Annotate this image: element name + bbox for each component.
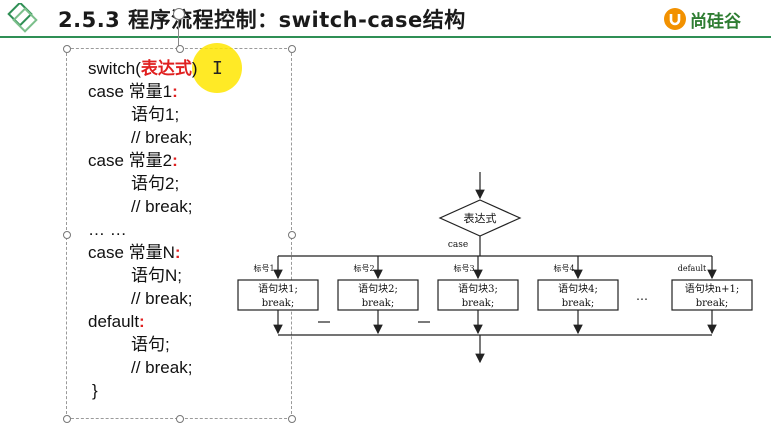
rotate-handle[interactable] <box>173 8 185 20</box>
svg-text:break;: break; <box>462 298 495 309</box>
text-cursor-icon: I <box>212 58 223 79</box>
svg-text:break;: break; <box>362 298 395 309</box>
svg-text:语句块n+1;: 语句块n+1; <box>685 282 740 295</box>
code-line-default: default: <box>88 312 145 331</box>
resize-handle-tm[interactable] <box>176 45 184 53</box>
svg-text:语句块2;: 语句块2; <box>358 282 398 295</box>
code-line-stmt-default: 语句; <box>131 335 170 354</box>
code-line-stmt1: 语句1; <box>131 105 180 124</box>
svg-text:语句块3;: 语句块3; <box>458 282 498 295</box>
blocks-ellipsis: … <box>636 289 648 303</box>
svg-text:语句块1;: 语句块1; <box>258 282 298 295</box>
brand-name: 尚硅谷 <box>690 11 741 32</box>
statement-block-1: 语句块1; break; <box>237 279 319 311</box>
svg-text:break;: break; <box>562 298 595 309</box>
code-line-breakN: // break; <box>131 289 193 308</box>
header-divider <box>0 36 771 38</box>
cursor-highlight <box>192 43 242 93</box>
brand-badge-icon <box>664 8 686 30</box>
code-line-break1: // break; <box>131 128 193 147</box>
resize-handle-tr[interactable] <box>288 45 296 53</box>
branch-label-2: 标号2 <box>353 263 374 273</box>
resize-handle-mr[interactable] <box>288 231 296 239</box>
code-line-caseN: case 常量N: <box>88 243 181 262</box>
svg-text:break;: break; <box>696 298 729 309</box>
svg-text:break;: break; <box>262 298 295 309</box>
resize-handle-tl[interactable] <box>63 45 71 53</box>
code-text-box[interactable] <box>63 45 296 423</box>
branch-label-3: 标号3 <box>453 263 474 273</box>
branch-label-4: 标号4 <box>553 263 574 273</box>
statement-block-default: 语句块n+1; break; <box>671 279 753 311</box>
resize-handle-br[interactable] <box>288 415 296 423</box>
code-line-break2: // break; <box>131 197 193 216</box>
branch-label-default: default <box>678 264 707 273</box>
case-label: case <box>448 240 468 250</box>
svg-text:语句块4;: 语句块4; <box>558 282 598 295</box>
rotate-handle-line <box>178 20 179 46</box>
header-bar: 2.5.3 程序流程控制：switch-case结构 尚硅谷 <box>0 0 771 36</box>
switch-flowchart: 表达式 case 标号1 标号2 标号3 标号4 default 语句块1; b… <box>237 172 753 364</box>
page-title: 2.5.3 程序流程控制：switch-case结构 <box>58 8 466 32</box>
statement-block-2: 语句块2; break; <box>337 279 419 311</box>
statement-block-4: 语句块4; break; <box>537 279 619 311</box>
branch-label-1: 标号1 <box>253 263 274 273</box>
statement-block-3: 语句块3; break; <box>437 279 519 311</box>
code-line-stmtN: 语句N; <box>131 266 182 285</box>
code-line-close-brace: } <box>92 381 98 400</box>
resize-handle-bm[interactable] <box>176 415 184 423</box>
resize-handle-ml[interactable] <box>63 231 71 239</box>
code-line-switch: switch(表达式) <box>88 59 198 78</box>
decision-label: 表达式 <box>464 211 497 225</box>
brand-logo: 尚硅谷 <box>664 6 741 32</box>
code-line-ellipsis: … … <box>88 220 127 239</box>
code-line-stmt2: 语句2; <box>131 174 180 193</box>
code-line-case1: case 常量1: <box>88 82 178 101</box>
code-line-case2: case 常量2: <box>88 151 178 170</box>
resize-handle-bl[interactable] <box>63 415 71 423</box>
diamond-logo-icon <box>7 3 38 33</box>
code-line-break-default: // break; <box>131 358 193 377</box>
